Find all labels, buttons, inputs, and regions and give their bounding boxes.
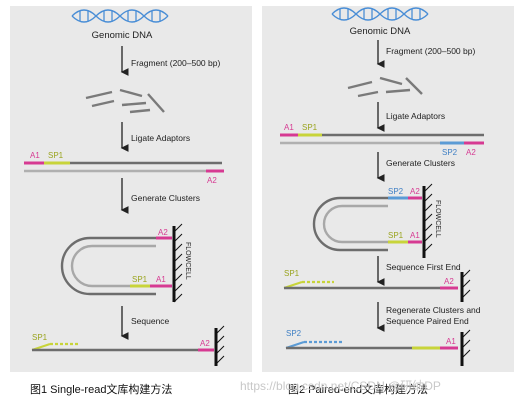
genomic-dna-title: Genomic DNA [92, 30, 153, 41]
dna-fragments [85, 88, 165, 114]
label-sp1: SP1 [48, 151, 64, 160]
label-sp2: SP2 [388, 187, 404, 196]
label-sp2: SP2 [286, 329, 302, 338]
adapter-ligated-strand [24, 161, 224, 173]
flowcell-wall [214, 325, 225, 366]
label-a1: A1 [156, 275, 166, 284]
step-regenerate-line2: Sequence Paired End [386, 316, 469, 326]
step-generate-clusters: Generate Clusters [386, 158, 455, 168]
step-ligate: Ligate Adaptors [386, 111, 445, 121]
step-fragment: Fragment (200–500 bp) [386, 46, 475, 56]
label-sp2: SP2 [442, 148, 458, 157]
step-generate-clusters: Generate Clusters [131, 193, 200, 203]
flowcell-wall: FLOWCELL [172, 223, 191, 303]
label-sp1: SP1 [388, 231, 404, 240]
single-read-diagram: Genomic DNA Fragment (200–500 bp) Ligate… [24, 9, 225, 366]
sequencing-read [31, 342, 214, 352]
label-sp1: SP1 [284, 269, 300, 278]
label-a2: A2 [200, 339, 210, 348]
cluster-bridge [60, 236, 172, 296]
dna-helix-icon [71, 9, 169, 23]
step-sequence: Sequence [131, 316, 170, 326]
label-a1: A1 [446, 337, 456, 346]
flowcell-label: FLOWCELL [184, 242, 191, 280]
watermark: https://blog.csdn.net/CSDN @研纳DP [240, 379, 441, 393]
step-fragment: Fragment (200–500 bp) [131, 58, 220, 68]
flowcell-label: FLOWCELL [434, 200, 441, 238]
flowcell-wall [460, 269, 471, 302]
caption-single-read: 图1 Single-read文库构建方法 [30, 384, 173, 396]
label-a2: A2 [410, 187, 420, 196]
flowcell-wall: FLOWCELL [422, 183, 441, 258]
label-sp1: SP1 [32, 333, 48, 342]
label-a1: A1 [30, 151, 40, 160]
label-sp1: SP1 [302, 123, 318, 132]
dna-helix-icon [331, 7, 429, 21]
cluster-bridge [312, 196, 422, 252]
adapter-ligated-strand [280, 133, 484, 145]
label-a1: A1 [410, 231, 420, 240]
dna-fragments [347, 76, 423, 98]
first-end-read [283, 280, 458, 290]
label-sp1: SP1 [132, 275, 148, 284]
label-a2: A2 [158, 228, 168, 237]
label-a2: A2 [444, 277, 454, 286]
label-a1: A1 [284, 123, 294, 132]
genomic-dna-title: Genomic DNA [350, 26, 411, 37]
single-read-panel: Genomic DNA Fragment (200–500 bp) Ligate… [10, 6, 252, 372]
label-a2: A2 [207, 176, 217, 185]
paired-end-read [285, 340, 458, 350]
paired-end-panel: Genomic DNA Fragment (200–500 bp) Ligate… [262, 6, 514, 372]
step-regenerate-line1: Regenerate Clusters and [386, 305, 481, 315]
step-ligate: Ligate Adaptors [131, 133, 190, 143]
label-a2: A2 [466, 148, 476, 157]
caption-paired-end: 图2 Paired-end文库构建方法 [288, 384, 428, 396]
flowcell-wall [460, 329, 471, 366]
paired-end-diagram: Genomic DNA Fragment (200–500 bp) Ligate… [280, 7, 484, 366]
step-sequence-first-end: Sequence First End [386, 262, 461, 272]
